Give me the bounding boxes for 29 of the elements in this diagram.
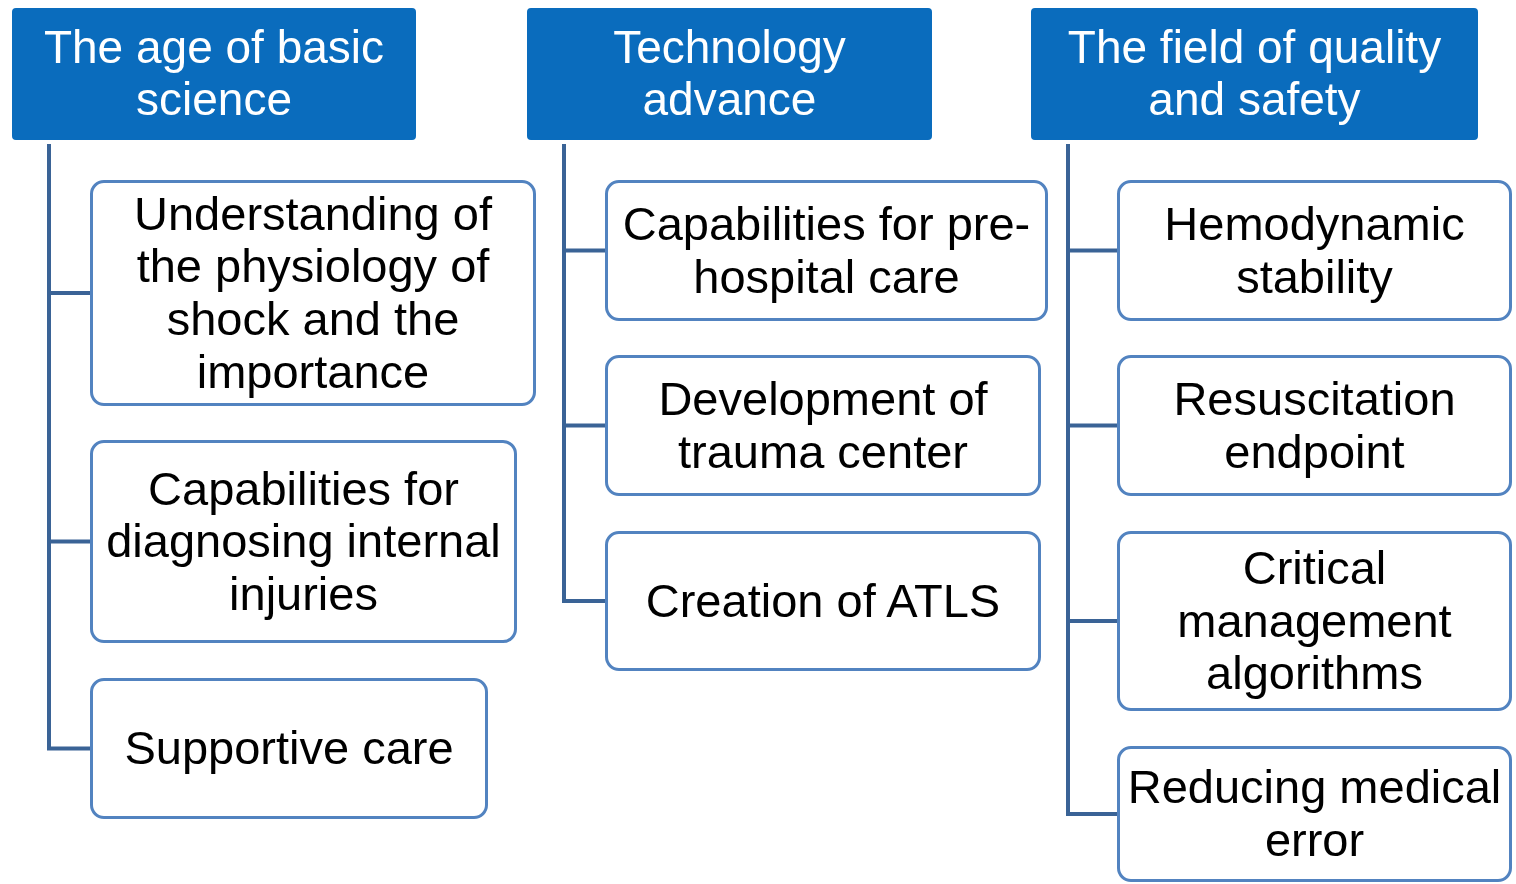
item-text: Resuscitation endpoint bbox=[1172, 372, 1457, 479]
item-box bbox=[605, 531, 1041, 671]
item-box bbox=[605, 355, 1041, 496]
item-box bbox=[1117, 180, 1512, 321]
item-box bbox=[90, 440, 517, 643]
item-text: Creation of ATLS bbox=[645, 574, 1001, 628]
item-text: Critical management algorithms bbox=[1176, 542, 1453, 700]
item-text: Hemodynamic stability bbox=[1163, 197, 1466, 304]
item-box bbox=[605, 180, 1048, 321]
item-box bbox=[1117, 531, 1512, 711]
item-box bbox=[90, 678, 488, 819]
header-text: The age of basic science bbox=[42, 22, 386, 126]
header-box bbox=[527, 8, 932, 140]
item-text: Capabilities for pre-hospital care bbox=[621, 197, 1032, 304]
header-text: Technology advance bbox=[612, 22, 847, 126]
item-text: Capabilities for diagnosing internal injuries bbox=[105, 462, 502, 621]
item-text: Understanding of the physiology of shock and the importance bbox=[133, 187, 493, 399]
connector-line bbox=[562, 144, 605, 603]
item-box bbox=[1117, 746, 1512, 882]
header-box bbox=[12, 8, 416, 140]
connector-line bbox=[1066, 144, 1117, 816]
item-text: Reducing medical error bbox=[1126, 761, 1503, 867]
item-text: Development of trauma center bbox=[657, 372, 989, 479]
item-text: Supportive care bbox=[124, 722, 454, 775]
item-box bbox=[90, 180, 536, 406]
header-text: The field of quality and safety bbox=[1066, 22, 1443, 126]
item-box bbox=[1117, 355, 1512, 496]
connector-line bbox=[47, 144, 90, 751]
header-box bbox=[1031, 8, 1478, 140]
